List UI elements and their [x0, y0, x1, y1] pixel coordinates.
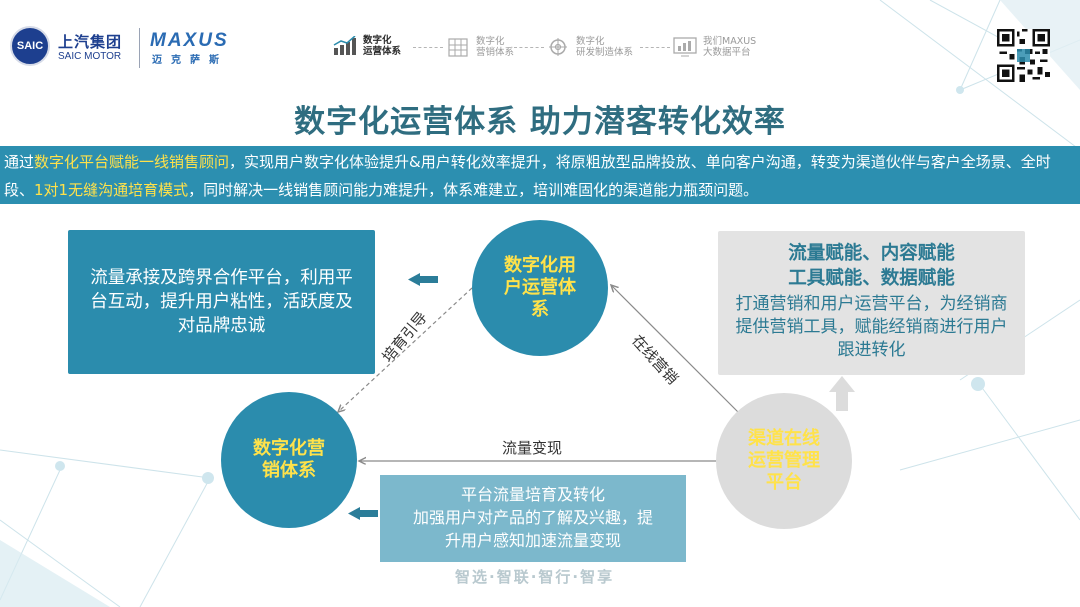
empowerment-box: 流量赋能、内容赋能 工具赋能、数据赋能 打通营销和用户运营平台，为经销商提供营销… — [718, 231, 1025, 375]
qr-code[interactable] — [997, 29, 1050, 82]
platform-description-box: 流量承接及跨界合作平台，利用平台互动，提升用户粘性，活跃度及对品牌忠诚 — [68, 230, 375, 374]
circle-label: 数字化用户运营体系 — [504, 255, 576, 320]
saic-en-name: SAIC MOTOR — [58, 51, 122, 62]
step-digital-marketing[interactable]: 数字化 营销体系 — [446, 36, 514, 58]
step-connector — [640, 47, 670, 49]
box-text: 升用户感知加速流量变现 — [444, 531, 621, 550]
band-text: 通过 — [4, 153, 35, 171]
saic-cn-name: 上汽集团 — [58, 33, 123, 51]
band-highlight: 1对1无缝沟通培育模式 — [34, 181, 189, 199]
marketing-system-circle: 数字化营销体系 — [221, 392, 357, 528]
box-heading: 工具赋能、数据赋能 — [788, 268, 955, 289]
logo-divider — [139, 28, 140, 68]
circle-label: 数字化营销体系 — [253, 438, 325, 481]
bar-chart-icon — [333, 36, 356, 55]
gear-icon — [549, 38, 567, 56]
box-text: 平台流量培育及转化 — [460, 485, 605, 504]
step-label: 我们MAXUS 大数据平台 — [703, 36, 757, 58]
channel-platform-circle: 渠道在线运营管理平台 — [716, 393, 852, 529]
step-digital-rd[interactable]: 数字化 研发制造体系 — [546, 36, 633, 58]
step-digital-operation[interactable]: 数字化 运营体系 — [333, 35, 401, 57]
building-icon — [448, 38, 468, 57]
box-heading: 流量赋能、内容赋能 — [788, 243, 955, 264]
step-connector — [514, 47, 544, 49]
saic-logo: SAIC — [10, 26, 50, 66]
box-text: 打通营销和用户运营平台，为经销商提供营销工具，赋能经销商进行用户跟进转化 — [735, 294, 1008, 360]
description-band: 通过数字化平台赋能一线销售顾问，实现用户数字化体验提升&用户转化效率提升，将原粗… — [0, 146, 1080, 204]
band-highlight: 数字化平台赋能一线销售顾问 — [34, 153, 230, 171]
traffic-conversion-box: 平台流量培育及转化 加强用户对产品的了解及兴趣，提 升用户感知加速流量变现 — [380, 475, 686, 562]
step-label: 数字化 营销体系 — [476, 36, 515, 58]
slogan-footer: 智选·智联·智行·智享 — [455, 568, 615, 586]
maxus-cn-name: 迈克萨斯 — [152, 55, 228, 66]
box-text: 加强用户对产品的了解及兴趣，提 — [412, 508, 653, 527]
step-label: 数字化 研发制造体系 — [576, 36, 634, 58]
user-operation-circle: 数字化用户运营体系 — [472, 220, 608, 356]
box-text: 流量承接及跨界合作平台，利用平台互动，提升用户粘性，活跃度及对品牌忠诚 — [90, 268, 353, 336]
step-label: 数字化 运营体系 — [363, 35, 402, 57]
maxus-logo: MAXUS — [150, 30, 229, 51]
page-title: 数字化运营体系 助力潜客转化效率 — [294, 104, 786, 140]
up-arrow-icon — [829, 376, 855, 411]
left-arrow-icon — [348, 507, 378, 520]
step-big-data[interactable]: 我们MAXUS 大数据平台 — [673, 36, 756, 58]
step-connector — [413, 47, 443, 49]
edge-label-monetization: 流量变现 — [502, 439, 563, 457]
band-text: ，同时解决一线销售顾问能力难提升，体系难建立，培训难固化的渠道能力瓶颈问题。 — [188, 181, 759, 199]
left-arrow-icon — [408, 273, 438, 286]
band-text: ，实现用户数字化体验提升&用户转化效率提升，将原粗放型品牌投放、单向客户沟通，转… — [4, 153, 1051, 199]
circle-label: 渠道在线运营管理平台 — [748, 428, 820, 493]
monitor-chart-icon — [673, 37, 697, 57]
